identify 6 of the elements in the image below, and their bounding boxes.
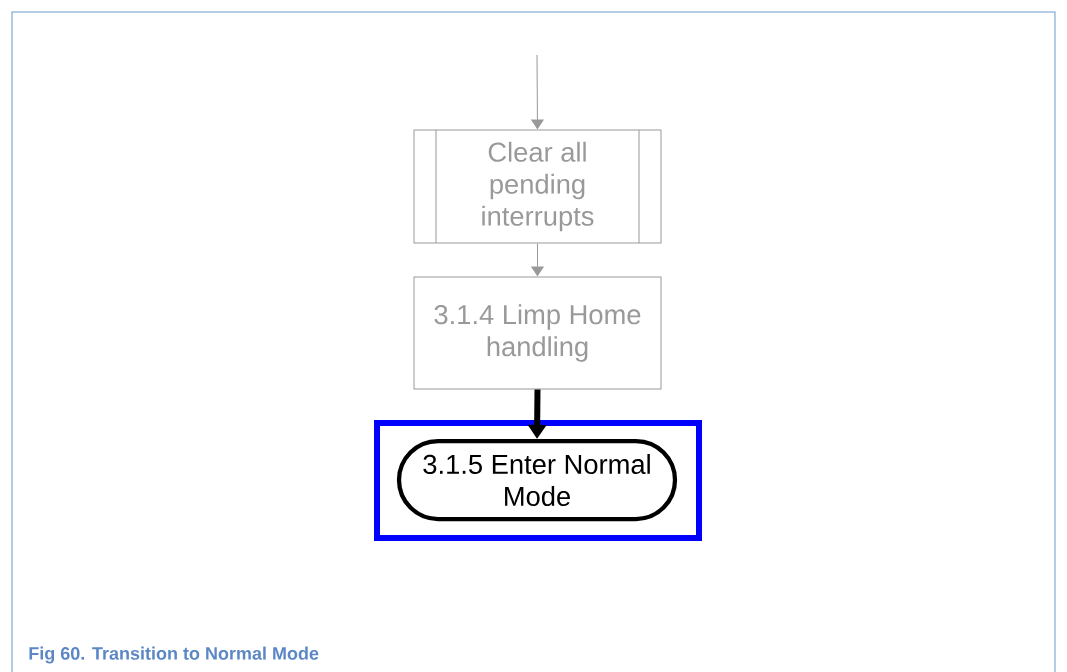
highlight-frame: [374, 420, 702, 541]
process-box: 3.1.4 Limp Home handling: [413, 276, 662, 390]
arrow: [531, 243, 544, 277]
predefined-process-box: Clear all pending interrupts: [413, 129, 662, 244]
arrow: [531, 54, 544, 130]
figure-caption: Fig 60. Transition to Normal Mode: [29, 646, 319, 664]
